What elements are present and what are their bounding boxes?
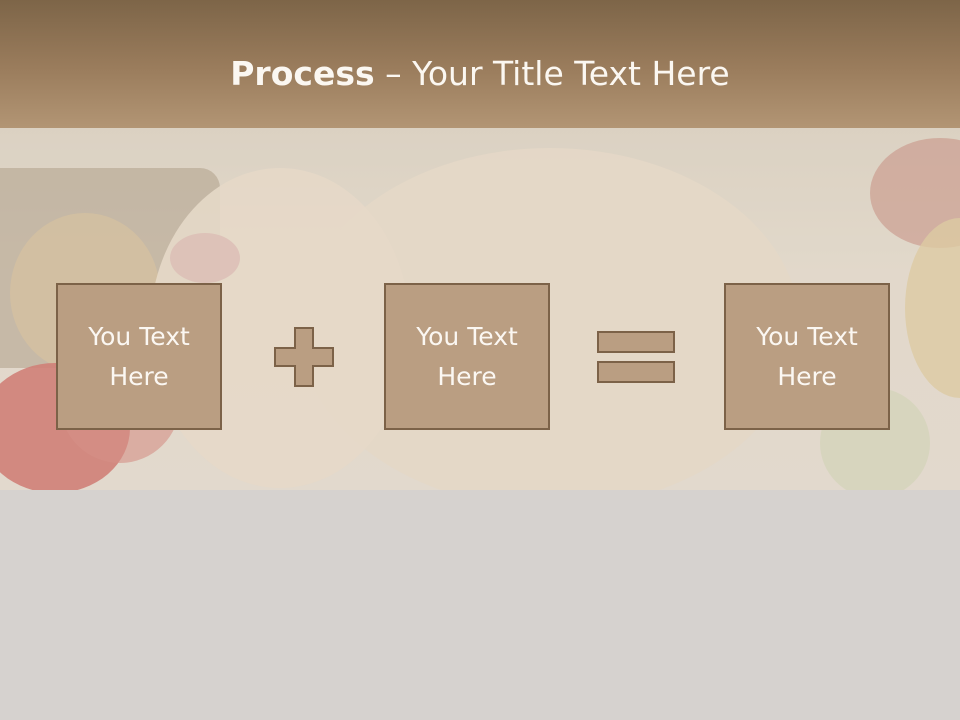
plus-icon — [274, 327, 334, 387]
title-bold: Process — [230, 54, 375, 93]
title-rest: – Your Title Text Here — [374, 54, 730, 93]
process-box-3[interactable]: You Text Here — [724, 283, 890, 430]
equals-icon — [597, 331, 675, 383]
process-box-1[interactable]: You Text Here — [56, 283, 222, 430]
process-box-3-text: You Text Here — [756, 321, 858, 391]
process-box-2-text: You Text Here — [416, 321, 518, 391]
process-box-2[interactable]: You Text Here — [384, 283, 550, 430]
process-box-1-text: You Text Here — [88, 321, 190, 391]
slide-title: Process – Your Title Text Here — [0, 52, 960, 96]
title-bar — [0, 0, 960, 135]
